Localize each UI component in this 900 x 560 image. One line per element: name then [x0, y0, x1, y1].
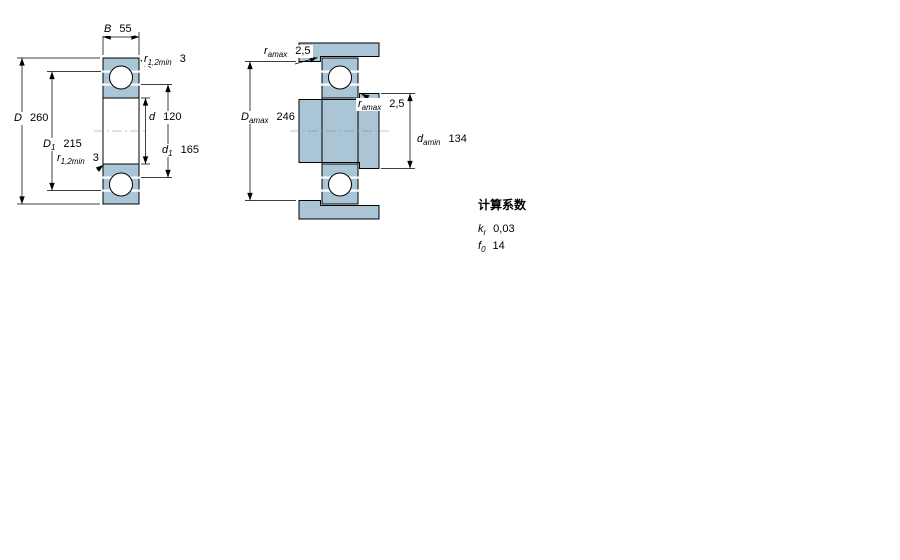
bearing-bottom-section — [102, 163, 140, 205]
ball-bottom — [109, 172, 133, 197]
left-bearing-figure — [94, 57, 148, 205]
mounted-bearing-bottom-section — [321, 163, 359, 205]
ball-top — [328, 65, 352, 90]
ball-top — [109, 65, 133, 90]
housing-bottom — [298, 200, 380, 220]
right-dimension-lines — [245, 57, 415, 201]
bearing-top-section — [102, 57, 140, 99]
ball-bottom — [328, 172, 352, 197]
right-mounting-figure — [290, 42, 389, 220]
mounted-bearing-top-section — [321, 57, 359, 99]
calculation-factors-title: 计算系数 — [478, 198, 527, 212]
housing-top — [298, 42, 380, 62]
